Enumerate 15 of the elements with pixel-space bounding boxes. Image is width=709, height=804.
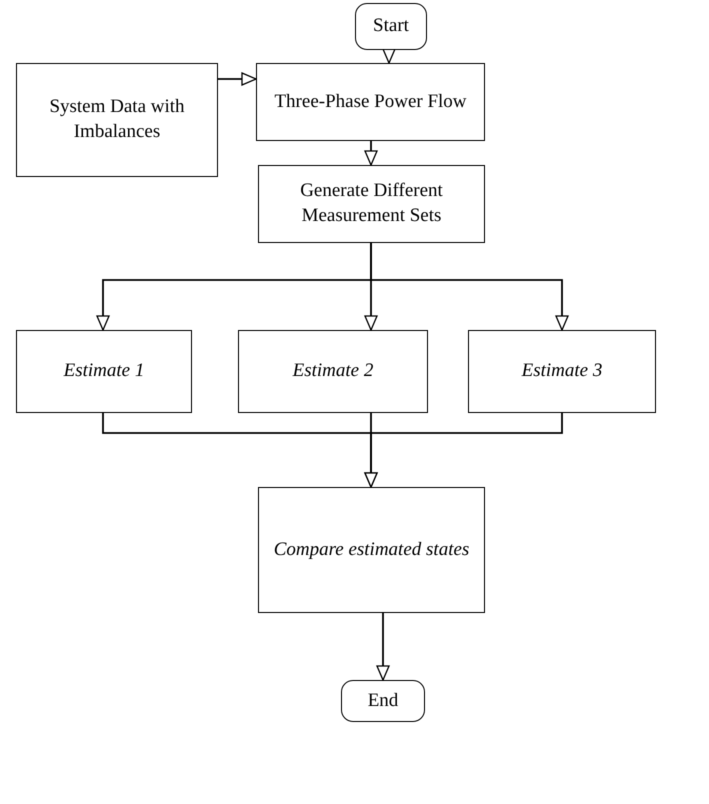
terminal-box: End (341, 680, 425, 722)
arrow (364, 141, 378, 166)
process-box: Estimate 3 (468, 330, 656, 413)
data-box: System Data with Imbalances (16, 63, 218, 177)
arrow (218, 72, 257, 86)
process-box: Three-Phase Power Flow (256, 63, 485, 141)
process-box: Compare estimated states (258, 487, 485, 613)
process-box: Estimate 1 (16, 330, 192, 413)
terminal-box: Start (355, 3, 427, 50)
arrow (364, 413, 563, 488)
arrow (382, 48, 396, 64)
arrow (376, 613, 390, 681)
process-box: Generate Different Measurement Sets (258, 165, 485, 243)
arrow (370, 243, 569, 331)
process-box: Estimate 2 (238, 330, 428, 413)
